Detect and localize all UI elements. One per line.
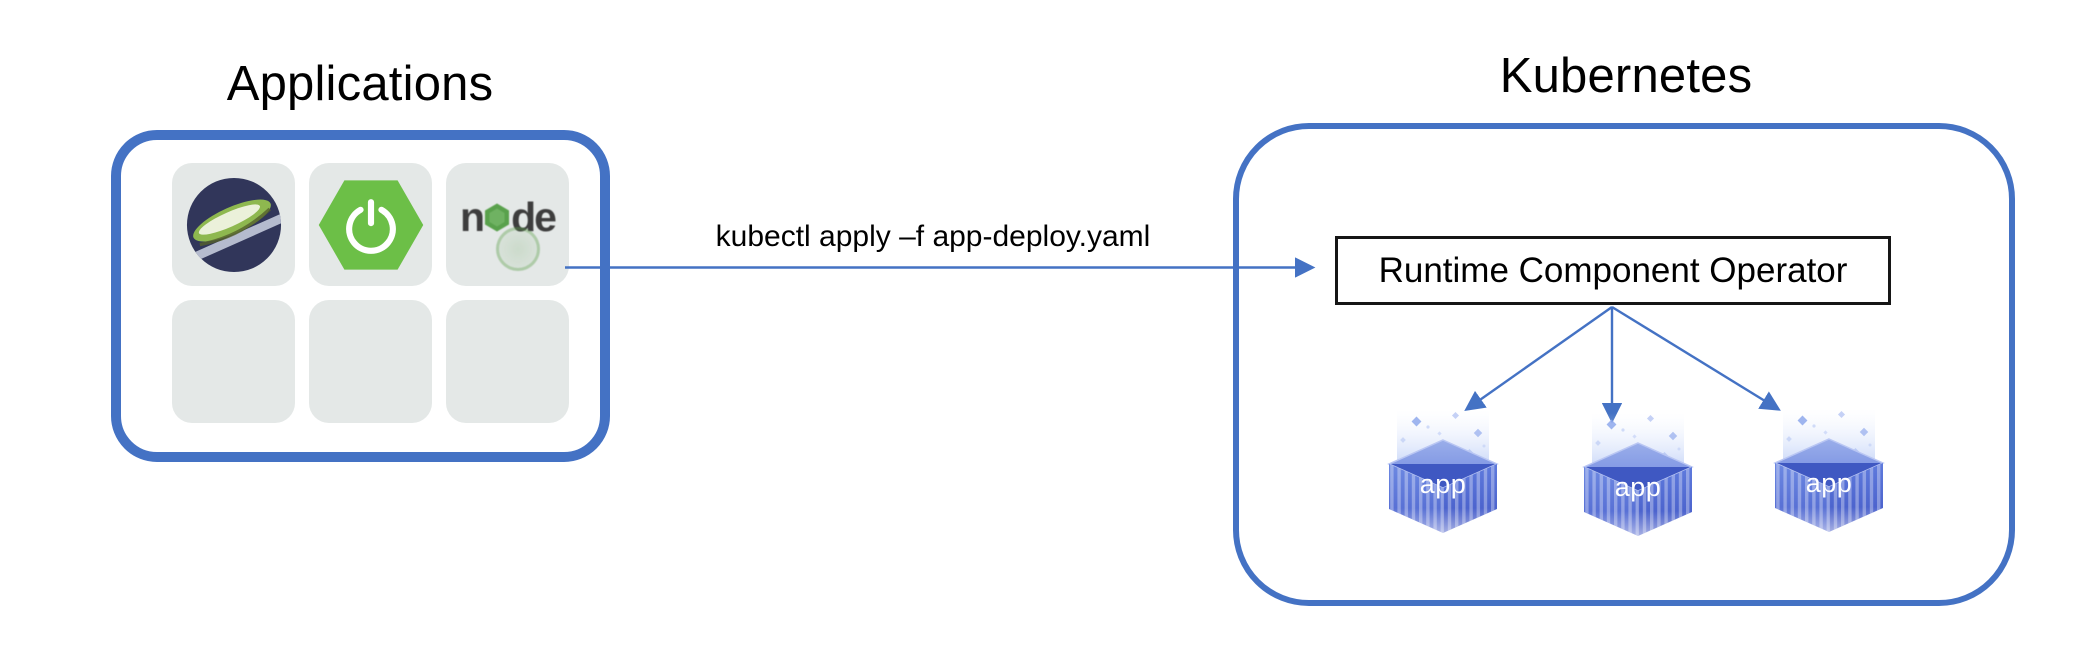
kubernetes-title: Kubernetes: [1499, 49, 1753, 103]
app-tile-spring-boot: [309, 163, 432, 286]
runtime-component-operator-label: Runtime Component Operator: [1378, 250, 1848, 290]
spring-boot-icon: [318, 179, 423, 270]
app-tile-empty-2: [309, 300, 432, 423]
runtime-component-operator-box: Runtime Component Operator: [1335, 236, 1891, 305]
open-liberty-icon: [186, 177, 281, 272]
app-tile-open-liberty: [172, 163, 295, 286]
app-tile-empty-3: [446, 300, 569, 423]
app-tile-empty-1: [172, 300, 295, 423]
applications-title: Applications: [226, 57, 494, 111]
app-cube-label: app: [1614, 472, 1662, 502]
kubectl-command-label: kubectl apply –f app-deploy.yaml: [715, 220, 1151, 253]
app-cube-2: app: [1577, 412, 1699, 559]
app-cube-label: app: [1805, 468, 1853, 498]
app-cube-1: app: [1382, 409, 1504, 556]
app-cube-3: app: [1768, 408, 1890, 555]
nodejs-hexagon-icon: [485, 203, 510, 232]
nodejs-icon: n de: [460, 194, 557, 271]
app-tile-nodejs: n de: [446, 163, 569, 286]
nodejs-text-left: n: [460, 194, 485, 240]
nodejs-js-badge-ghost: [495, 227, 540, 271]
app-cube-label: app: [1419, 469, 1467, 499]
